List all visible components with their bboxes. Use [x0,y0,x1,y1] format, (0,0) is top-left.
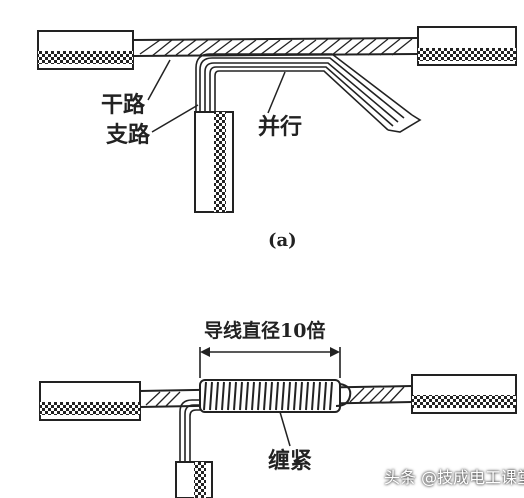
main-wire-right-insulation [417,26,517,66]
main-wire-right-insulation-b [411,374,517,414]
tight-wrap-coil [199,379,352,413]
main-line-label: 干路 [101,92,146,118]
leader-lines [147,59,286,133]
wrap-label: 缠紧 [268,448,313,474]
branch-bare-strands [195,53,422,133]
figure-b [39,347,517,498]
main-bare-conductor [132,37,419,57]
dimension-label: 导线直径10倍 [204,320,326,342]
dimension-line [199,347,341,378]
branch-wire-insulation-b [175,461,213,498]
main-wire-left-insulation-b [39,381,141,421]
parallel-label: 并行 [258,114,303,140]
wrap-leader-line [279,411,291,447]
branch-wire-insulation [194,111,234,213]
watermark: 头条 @技成电工课堂 [384,468,524,487]
branch-bare-strands-b [179,399,205,462]
branch-line-label: 支路 [106,122,151,148]
figure-a [37,26,517,213]
main-wire-left-insulation [37,30,134,70]
figure-a-caption: (a) [268,230,297,251]
